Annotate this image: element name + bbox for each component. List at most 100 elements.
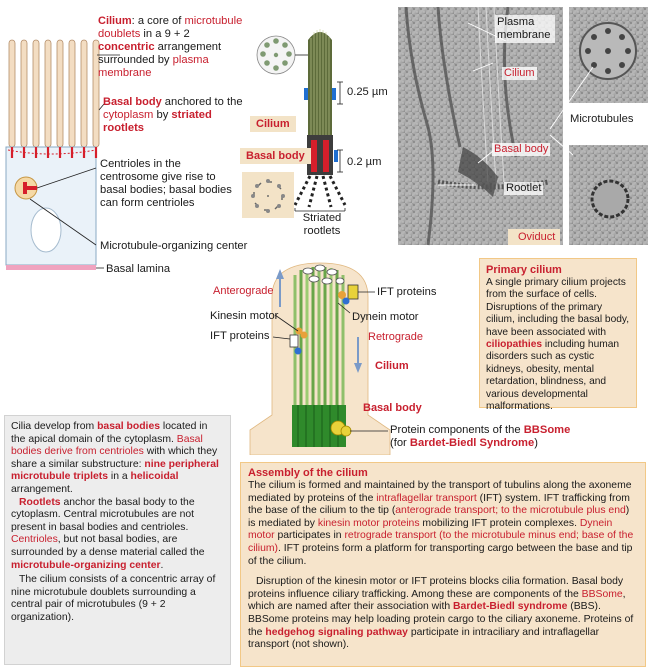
assembly-p1-run: The cilium is formed and maintained by t…: [248, 480, 632, 504]
cilium-tag: Cilium: [250, 116, 296, 132]
assembly-title: Assembly of the cilium: [248, 467, 368, 479]
ift-proteins-left-label: IFT proteins: [210, 330, 270, 342]
primary-cilium-text-a: A single primary cilium projects from th…: [486, 277, 630, 338]
kinesin-motor-label: Kinesin motor: [210, 310, 279, 322]
cilium-desc-run: in a 9 + 2: [140, 28, 190, 40]
cilium-desc-run: plasma membrane: [98, 54, 209, 79]
bbsome-text: Protein components of the: [390, 424, 524, 436]
assembly-of-cilium-box: Assembly of the cilium The cilium is for…: [240, 462, 646, 667]
basal-body-paragraph: Rootlets anchor the basal body to the cy…: [11, 497, 224, 573]
assembly-p1-run: mobilizing IFT protein complexes.: [419, 517, 580, 529]
basal-body-paragraph-run: Basal bodies derive from centrioles: [11, 433, 203, 458]
primary-cilium-title: Primary cilium: [486, 264, 562, 276]
oviduct-label: Oviduct: [518, 231, 556, 243]
ift-transport-illustration: [249, 262, 391, 456]
assembly-p1-run: (IFT) system. IFT trafficking from the b…: [248, 492, 630, 517]
basal-desc-run: cytoplasm: [103, 109, 154, 121]
dimension-bottom-label: 0.2 µm: [347, 156, 382, 168]
basal-body-paragraph-run: with which they share a similar substruc…: [11, 446, 218, 470]
assembly-p2-run: Bardet-Biedl syndrome: [453, 601, 568, 613]
basal-body-definition: Basal body anchored to the cytoplasm by …: [103, 96, 243, 135]
basal-body-paragraph: The cilium consists of a concentric arra…: [11, 574, 224, 624]
electron-micrographs: Plasma membrane Cilium Microtubules Basa…: [398, 6, 648, 247]
dimension-top-label: 0.25 µm: [347, 86, 388, 98]
assembly-p2-run: Disruption of the kinesin motor or IFT p…: [248, 576, 624, 600]
micrograph-images: [398, 6, 648, 246]
basal-desc-run: anchored to the: [161, 96, 243, 108]
basal-body-paragraph-run: Centrioles: [11, 534, 58, 546]
basal-body-paragraph-run: Rootlets: [19, 496, 61, 508]
basal-body-tag: Basal body: [240, 148, 311, 164]
cilium-desc-run: concentric: [98, 41, 155, 53]
ift-cilium-label: Cilium: [375, 360, 409, 372]
cilium-desc-run: microtubule doublets: [98, 15, 243, 40]
assembly-p1-run: Dynein motor: [248, 517, 613, 542]
dynein-motor-label: Dynein motor: [352, 311, 419, 323]
basal-body-paragraph-run: basal bodies: [97, 421, 161, 432]
rootlet-label: Rootlet: [504, 182, 544, 195]
cilium-definition: Cilium: a core of microtubule doublets i…: [98, 15, 246, 80]
cilium-desc-run: : a core of: [131, 15, 185, 27]
basal-lamina-label: Basal lamina: [106, 263, 171, 275]
cilium-desc-run: arrangement surrounded by: [98, 41, 222, 66]
assembly-p1-run: anterograde transport; to the microtubul…: [395, 505, 626, 517]
epithelial-cell-illustration: [5, 39, 120, 270]
basal-body-paragraph-run: anchor the basal body to the cytoplasm. …: [11, 496, 195, 533]
ift-transport-diagram: Anterograde IFT proteins Kinesin motor D…: [210, 255, 570, 456]
basal-body-paragraph-run: nine peripheral microtubule triplets: [11, 458, 219, 483]
bbsome-term: BBSome: [523, 424, 571, 436]
basal-body-paragraph: Cilia develop from basal bodies located …: [11, 421, 224, 497]
assembly-p1-run: ) is mediated by: [248, 505, 630, 529]
cilium-title: Cilium: [98, 15, 132, 27]
assembly-p2-run: participate in intraciliary and intrafla…: [248, 626, 600, 651]
assembly-p2-run: hedgehog signaling pathway: [265, 626, 408, 638]
mtoc-label: Microtubule-organizing center: [100, 240, 248, 252]
assembly-p1-run: . IFT proteins form a platform for trans…: [248, 542, 633, 567]
micrograph-basal-body-label: Basal body: [492, 143, 551, 156]
basal-body-paragraph-run: helicoidal: [130, 471, 179, 483]
bbsome-for: (for: [390, 437, 410, 449]
primary-cilium-body: A single primary cilium projects from th…: [486, 277, 632, 413]
epithelial-cell-diagram: Cilium: a core of microtubule doublets i…: [0, 0, 247, 280]
striated-rootlets-label: Striated rootlets: [302, 212, 342, 237]
basal-body-paragraph-run: .: [160, 559, 164, 571]
cilium-structure-illustration: [242, 29, 347, 218]
assembly-p1-run: retrograde transport (to the microtubule…: [248, 530, 634, 554]
bbsome-close: ): [534, 437, 538, 449]
assembly-p1-run: kinesin motor proteins: [317, 517, 420, 529]
assembly-p2-run: , which are named after their associatio…: [248, 588, 626, 613]
basal-body-description: anchored to the cytoplasm by striated ro…: [103, 96, 243, 134]
bardet-biedl-term: Bardet-Biedl Syndrome: [409, 437, 535, 449]
basal-desc-run: by: [153, 109, 172, 121]
basal-body-description-box: Cilia develop from basal bodies located …: [4, 415, 231, 665]
ift-basal-body-label: Basal body: [363, 402, 422, 414]
basal-body-paragraph-run: located in the apical domain of the cyto…: [11, 421, 208, 445]
microtubules-label: Microtubules: [570, 113, 634, 125]
basal-body-paragraph-run: in a: [108, 471, 131, 483]
assembly-p2-run: (BBS). BBSome proteins may help loading …: [248, 601, 634, 638]
plasma-membrane-label: Plasma membrane: [495, 15, 555, 43]
assembly-p2-run: BBSome: [581, 588, 623, 600]
primary-cilium-box: Primary cilium A single primary cilium p…: [479, 258, 637, 412]
assembly-paragraph-1: The cilium is formed and maintained by t…: [248, 480, 638, 568]
assembly-p1-run: participates in: [274, 530, 345, 542]
cilium-description: : a core of microtubule doublets in a 9 …: [98, 15, 242, 79]
retrograde-label: Retrograde: [368, 331, 424, 343]
basal-body-paragraph-run: microtubule-organizing center: [11, 559, 161, 571]
anterograde-label: Anterograde: [213, 285, 274, 297]
basal-body-title: Basal body: [103, 96, 162, 108]
assembly-p1-run: intraflagellar transport: [376, 492, 477, 504]
basal-body-paragraph-run: , but not basal bodies, are surrounded b…: [11, 534, 205, 558]
bbsome-label: Protein components of the BBSome (for Ba…: [390, 424, 580, 450]
ciliopathies-term: ciliopathies: [486, 339, 543, 351]
assembly-paragraph-2: Disruption of the kinesin motor or IFT p…: [248, 576, 638, 652]
primary-cilium-text-b: including human disorders such as cystic…: [486, 339, 620, 413]
basal-desc-run: striated rootlets: [103, 109, 212, 134]
basal-body-paragraph-run: Cilia develop from: [11, 421, 98, 432]
basal-body-paragraph-run: arrangement.: [11, 483, 73, 495]
cilium-structure-diagram: 0.25 µm 0.2 µm Cilium Basal body Striate…: [240, 0, 390, 250]
micrograph-cilium-label: Cilium: [502, 67, 537, 80]
centrioles-label: Centrioles in the centrosome give rise t…: [100, 158, 232, 209]
ift-proteins-top-label: IFT proteins: [377, 286, 437, 298]
basal-body-paragraph-run: The cilium consists of a concentric arra…: [11, 574, 216, 623]
